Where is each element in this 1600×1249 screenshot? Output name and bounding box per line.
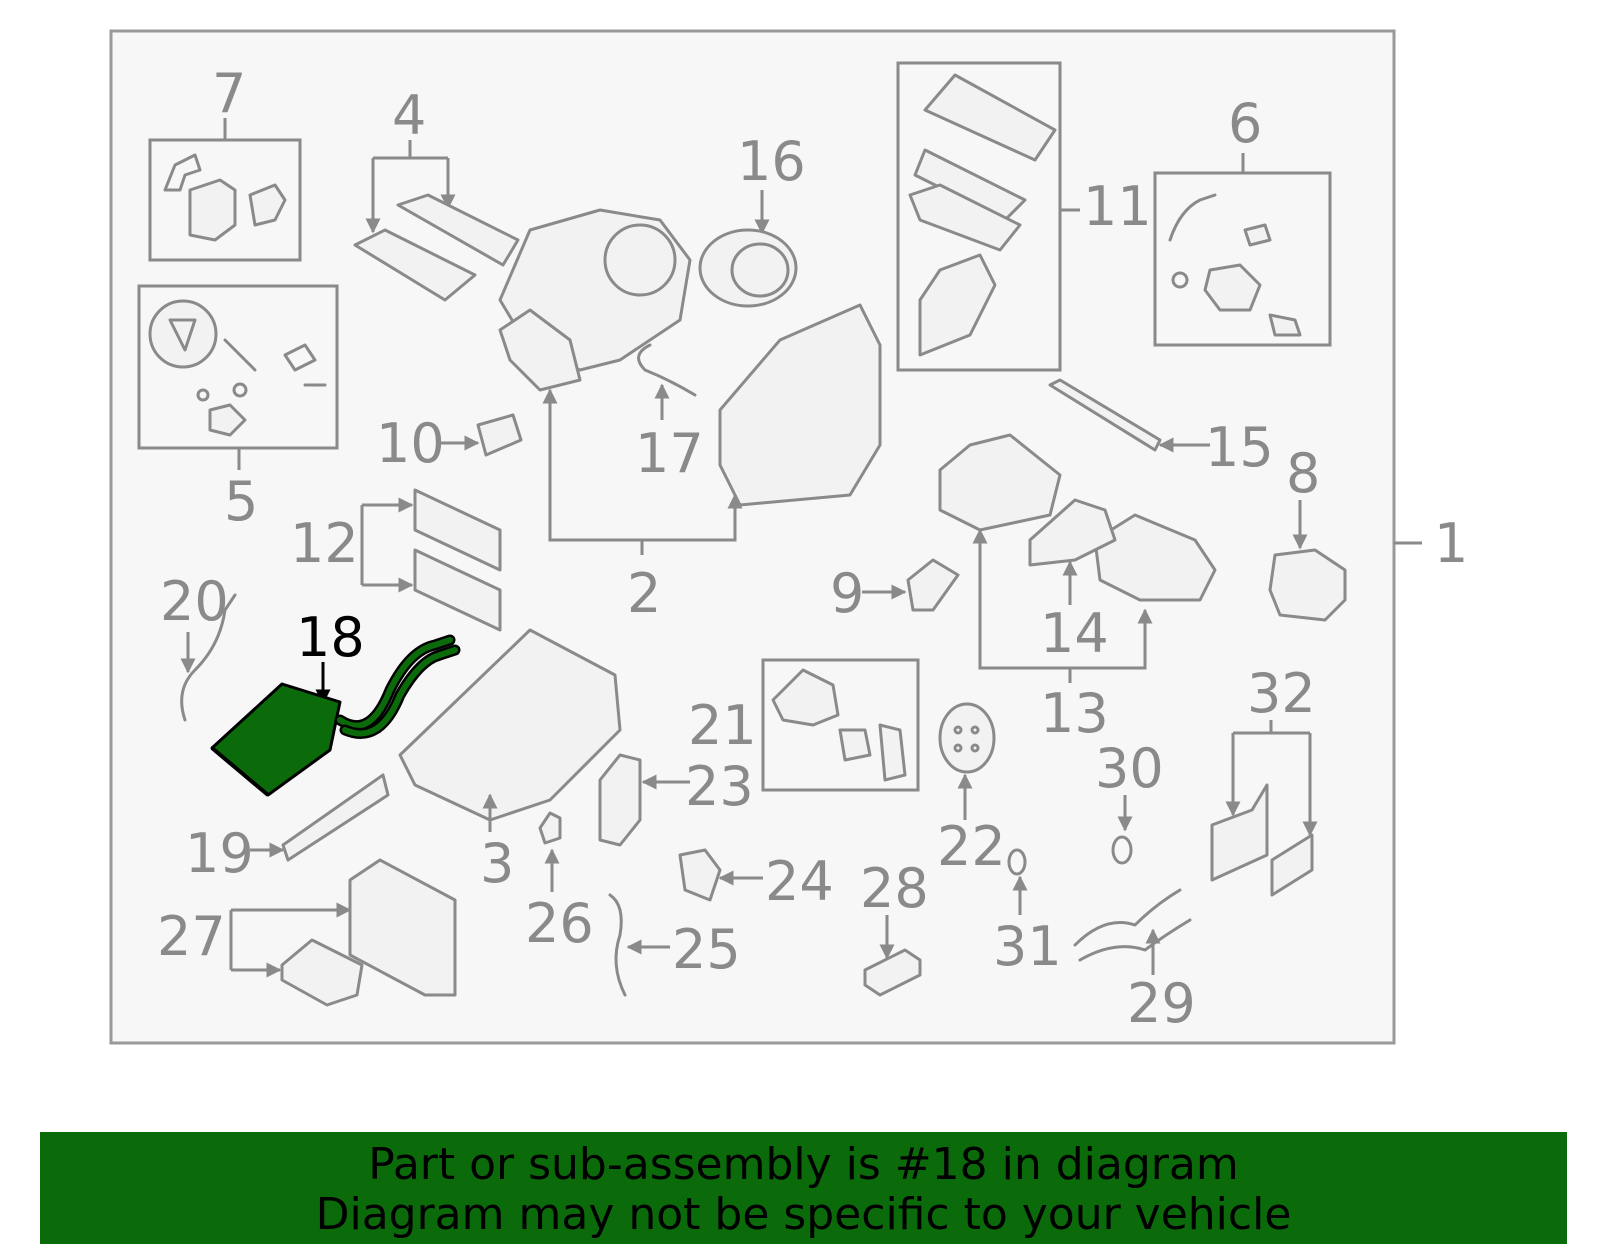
callout-11[interactable]: 11	[1083, 175, 1152, 238]
callout-21[interactable]: 21	[688, 694, 757, 757]
callout-22[interactable]: 22	[937, 815, 1006, 878]
part-30-oring[interactable]	[1111, 835, 1133, 865]
part-32-seals[interactable]	[1210, 783, 1314, 897]
callout-28[interactable]: 28	[860, 857, 929, 920]
part-20-tube[interactable]	[180, 593, 237, 722]
part-5-actuator[interactable]	[148, 299, 327, 437]
part-13-case-halves[interactable]	[938, 433, 1217, 602]
part-11-doors[interactable]	[908, 73, 1057, 357]
callout-17[interactable]: 17	[635, 422, 704, 485]
callout-15[interactable]: 15	[1205, 416, 1274, 479]
part-16-blower-motor[interactable]	[698, 228, 798, 308]
part-17-hose[interactable]	[637, 343, 697, 397]
callout-5[interactable]: 5	[224, 470, 258, 533]
callout-6[interactable]: 6	[1228, 92, 1262, 155]
callout-23[interactable]: 23	[685, 755, 754, 818]
callout-3[interactable]: 3	[480, 832, 514, 895]
callout-18[interactable]: 18	[296, 606, 365, 669]
part-7-clips[interactable]	[163, 153, 287, 242]
callout-1[interactable]: 1	[1434, 512, 1468, 575]
part-4-filters[interactable]	[353, 193, 520, 302]
callout-8[interactable]: 8	[1286, 442, 1320, 505]
banner-line-2: Diagram may not be specific to your vehi…	[315, 1189, 1292, 1240]
callout-20[interactable]: 20	[160, 570, 229, 633]
part-9-sensor[interactable]	[906, 558, 960, 612]
callout-12[interactable]: 12	[290, 512, 359, 575]
part-14-duct[interactable]	[1028, 498, 1117, 567]
callout-32[interactable]: 32	[1247, 662, 1316, 725]
part-6-actuators[interactable]	[1168, 193, 1302, 337]
part-28-block[interactable]	[863, 948, 922, 997]
part-3-lower-case[interactable]	[398, 628, 622, 822]
part-12-filters[interactable]	[413, 488, 502, 632]
part-26-clip[interactable]	[538, 811, 562, 845]
callout-24[interactable]: 24	[765, 850, 834, 913]
part-23-bracket[interactable]	[598, 753, 642, 847]
part-24-sensor[interactable]	[678, 848, 722, 902]
callout-16[interactable]: 16	[737, 130, 806, 193]
part-2-hvac-case[interactable]	[498, 208, 882, 507]
part-22-grommet[interactable]	[938, 702, 996, 774]
part-10-resistor[interactable]	[476, 413, 523, 457]
callout-27[interactable]: 27	[157, 905, 226, 968]
part-25-harness[interactable]	[608, 893, 627, 997]
callout-2[interactable]: 2	[627, 562, 661, 625]
callout-13[interactable]: 13	[1040, 682, 1109, 745]
info-banner: Part or sub-assembly is #18 in diagram D…	[40, 1132, 1567, 1244]
callout-29[interactable]: 29	[1127, 972, 1196, 1035]
callout-7[interactable]: 7	[212, 62, 246, 125]
callout-31[interactable]: 31	[993, 915, 1062, 978]
callout-14[interactable]: 14	[1040, 602, 1109, 665]
part-18-heater-core[interactable]	[210, 634, 461, 797]
part-11-box	[896, 61, 1062, 372]
callout-4[interactable]: 4	[392, 84, 426, 147]
callout-26[interactable]: 26	[525, 892, 594, 955]
callout-10[interactable]: 10	[376, 412, 445, 475]
banner-line-1: Part or sub-assembly is #18 in diagram	[368, 1139, 1239, 1190]
part-27-evaporator[interactable]	[280, 858, 457, 1007]
callout-25[interactable]: 25	[672, 918, 741, 981]
callout-9[interactable]: 9	[830, 562, 864, 625]
part-31-oring[interactable]	[1007, 848, 1027, 876]
part-8-actuator[interactable]	[1268, 548, 1347, 622]
callout-30[interactable]: 30	[1095, 737, 1164, 800]
part-21-brackets[interactable]	[771, 668, 907, 782]
part-21-box	[761, 658, 920, 792]
part-29-pipes[interactable]	[1073, 888, 1192, 962]
callout-19[interactable]: 19	[185, 822, 254, 885]
part-19-grille[interactable]	[281, 773, 390, 862]
